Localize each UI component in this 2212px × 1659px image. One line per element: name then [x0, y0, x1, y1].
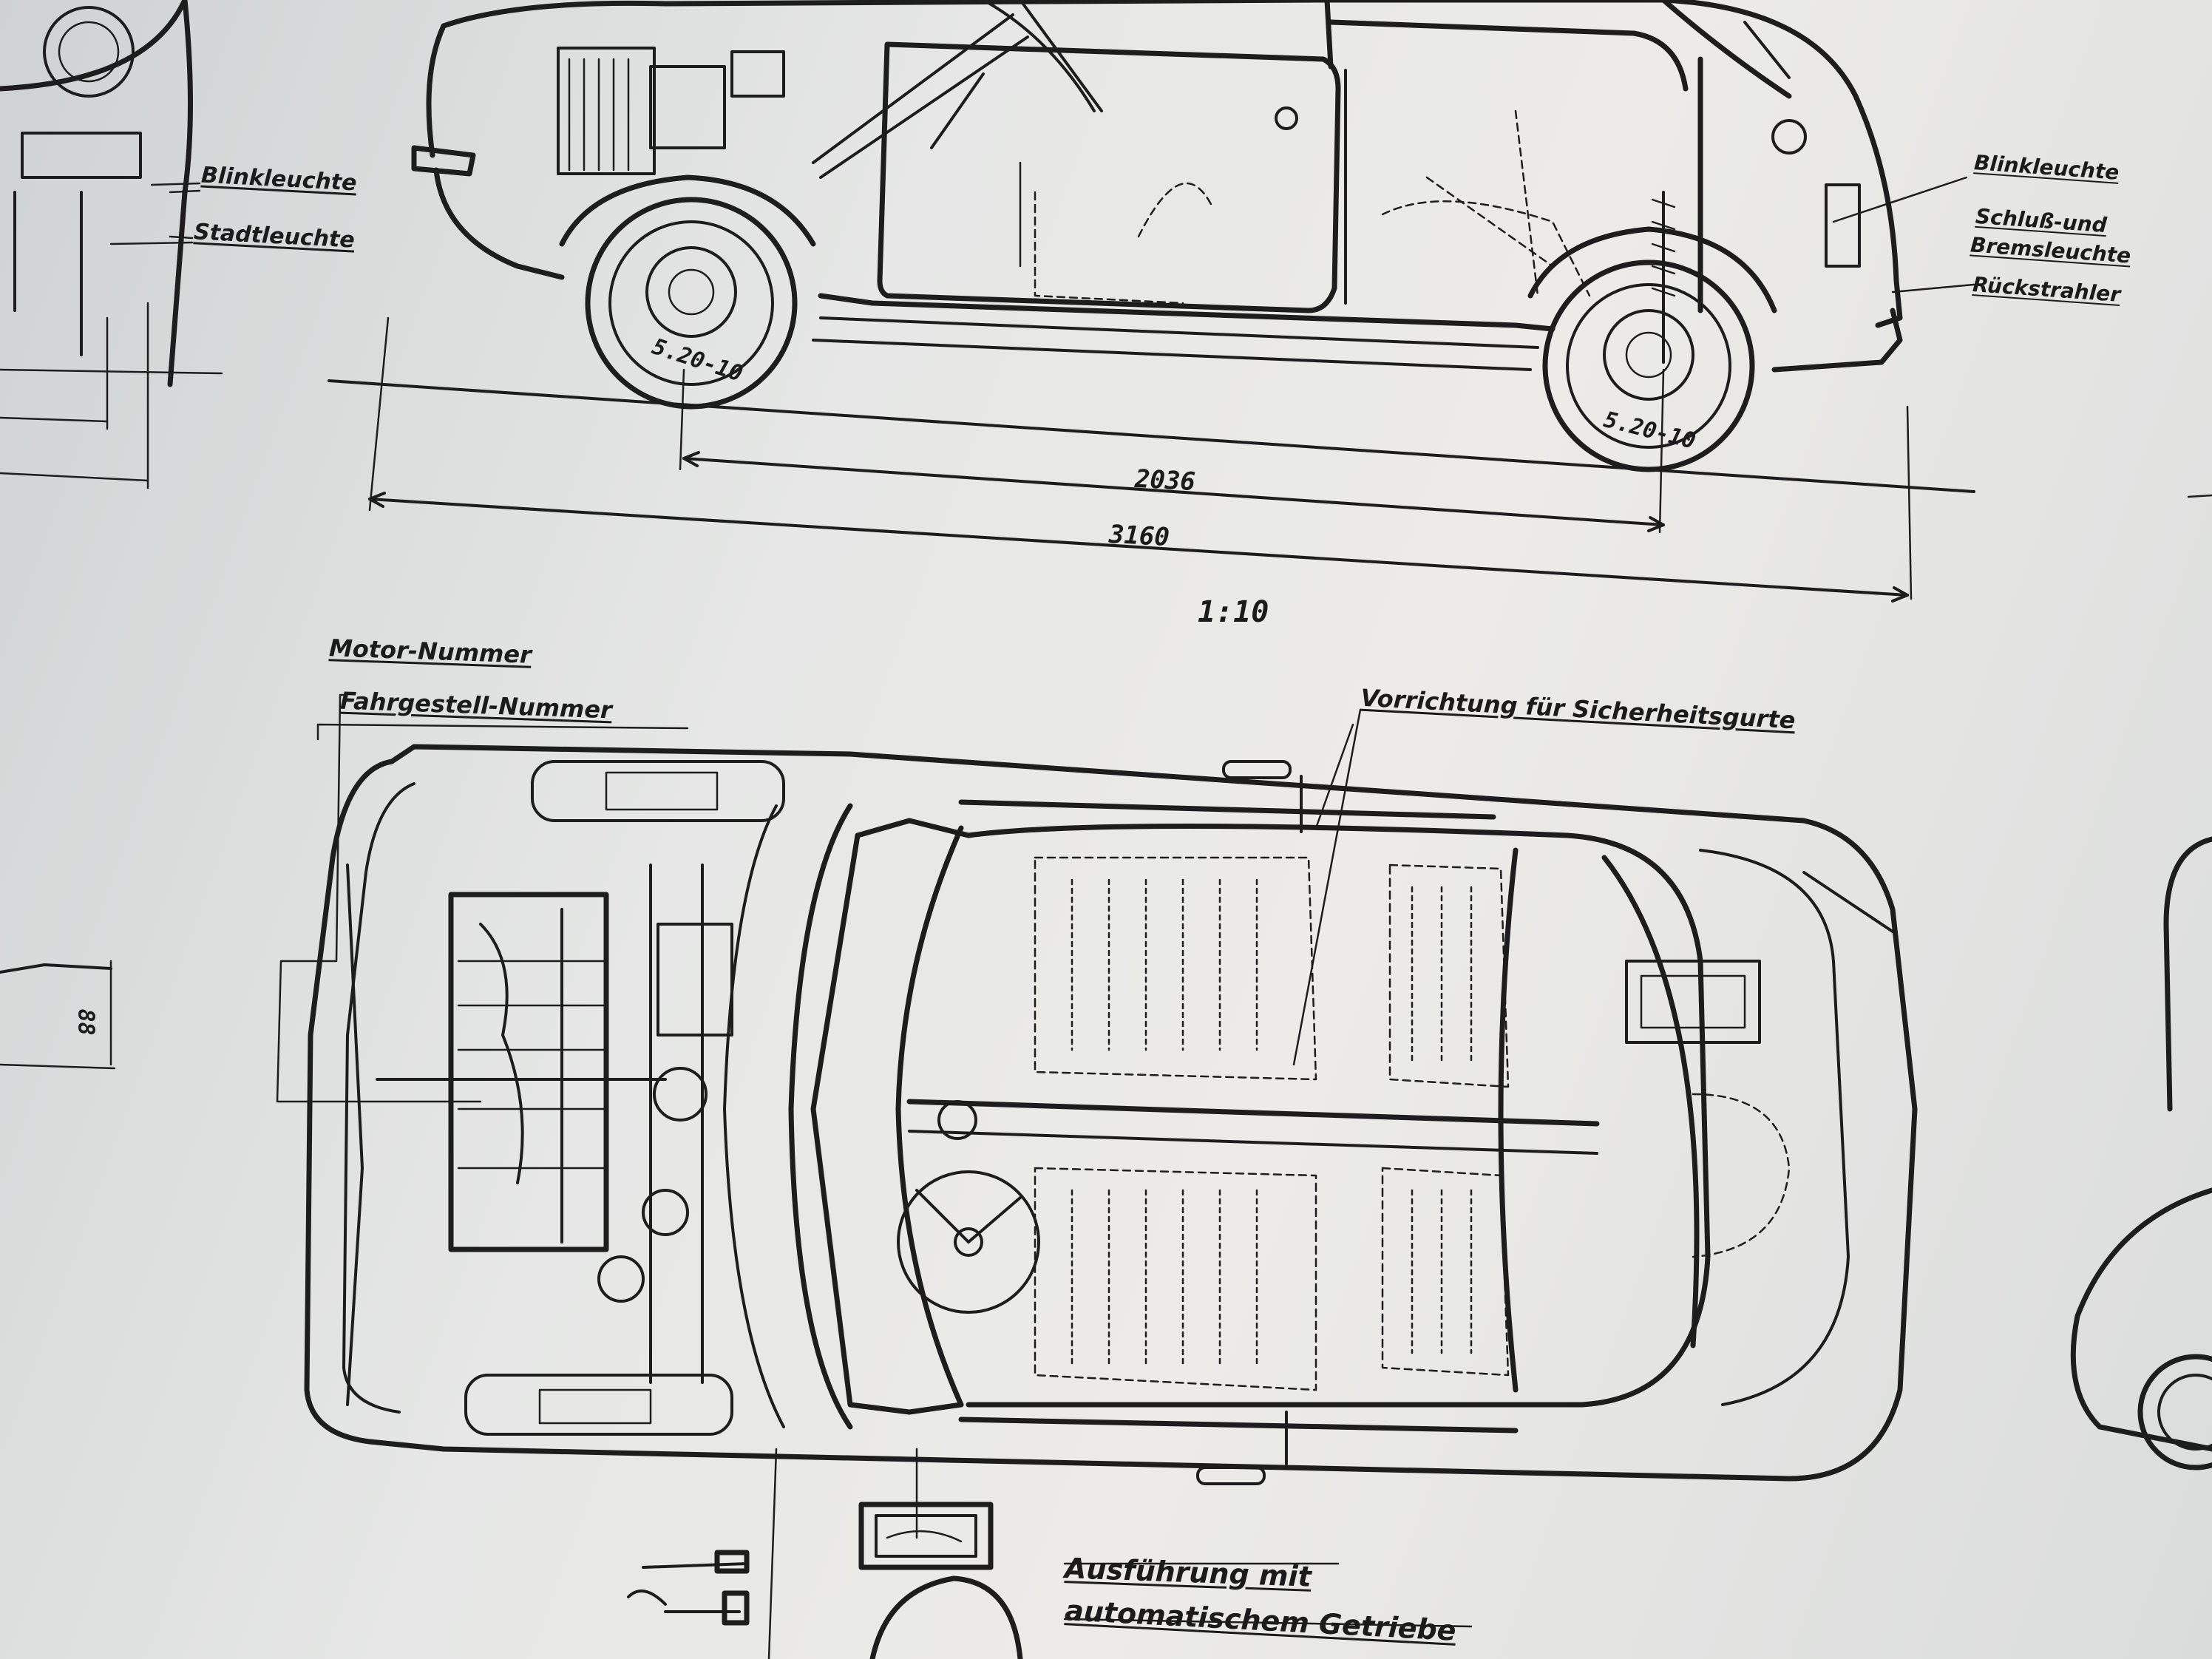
side-view-car [109, 0, 1975, 603]
front-view-fragment [0, 0, 223, 1070]
dimension-wheelbase: 2036 [1134, 464, 1196, 498]
drawing-scale: 1:10 [1198, 595, 1269, 629]
rear-view-fragment [2070, 494, 2212, 1470]
engine-bay [376, 760, 785, 1436]
front-wheel [559, 174, 816, 410]
seats-dashed [1034, 856, 1510, 1391]
rear-wheel [1527, 191, 1777, 472]
top-view-car [276, 693, 1918, 1659]
dimension-length: 3160 [1108, 519, 1170, 553]
automatic-gearbox-detail [627, 1502, 1473, 1659]
dimension-88: 88 [72, 1008, 99, 1036]
